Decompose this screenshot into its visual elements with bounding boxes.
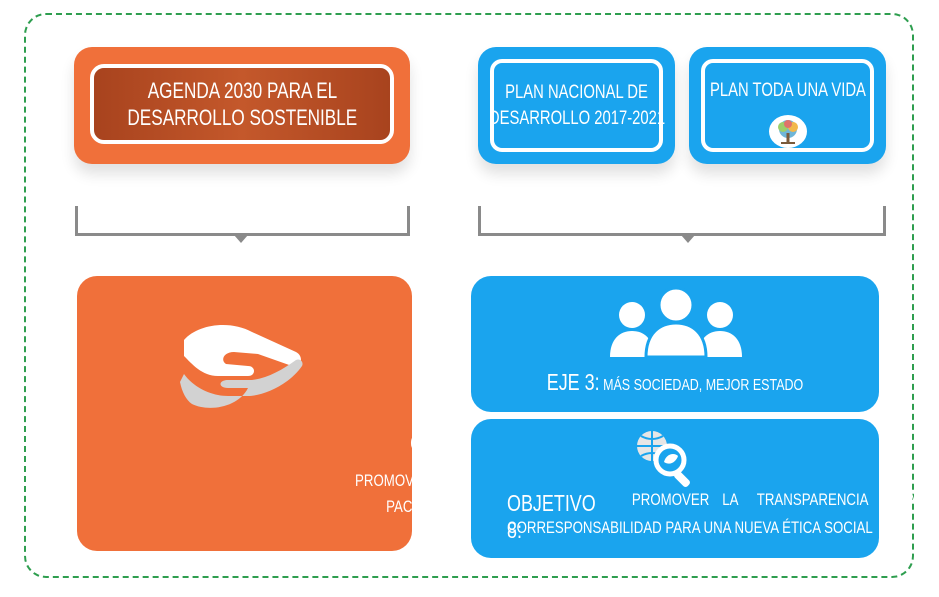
objetivo-8-word: Y bbox=[885, 490, 895, 509]
globe-magnifier-icon bbox=[637, 431, 690, 487]
plan-nacional-box: PLAN NACIONAL DE DESARROLLO 2017-2021 bbox=[478, 47, 675, 164]
objetivo-8-label: OBJETIVO 8: bbox=[507, 490, 596, 543]
objetivo-8-box bbox=[471, 419, 879, 558]
right-arrow-down-icon bbox=[681, 235, 695, 243]
objetivo-8-word: TRANSPARENCIA bbox=[756, 490, 869, 509]
tree-logo-icon bbox=[768, 115, 807, 148]
agenda-2030-box: AGENDA 2030 PARA EL DESARROLLO SOSTENIBL… bbox=[74, 47, 410, 164]
left-bracket bbox=[75, 206, 410, 236]
plan-toda-una-vida-box: PLAN TODA UNA VIDA bbox=[689, 47, 886, 164]
objetivo-8-word: PROMOVER bbox=[631, 490, 710, 509]
objetivo-8-line1: OBJETIVO 8: PROMOVER LA TRANSPARENCIA Y … bbox=[507, 490, 916, 544]
pnd-line2: DESARROLLO 2017-2021 bbox=[488, 107, 665, 129]
helping-hand-icon bbox=[180, 325, 303, 408]
right-bracket bbox=[478, 206, 886, 236]
objetivo-8-word: LA bbox=[899, 490, 917, 509]
objetivo-8-word: LA bbox=[722, 490, 739, 509]
agenda-line2: DESARROLLO SOSTENIBLE bbox=[127, 105, 357, 130]
pnd-line1: PLAN NACIONAL DE bbox=[505, 81, 648, 103]
agenda-line1: AGENDA 2030 PARA EL bbox=[147, 78, 337, 103]
plan-toda-una-vida-inner: PLAN TODA UNA VIDA bbox=[701, 59, 874, 152]
eje-3-description: MÁS SOCIEDAD, MEJOR ESTADO bbox=[603, 377, 804, 394]
eje-3-label: EJE 3: bbox=[546, 369, 600, 395]
plan-nacional-inner: PLAN NACIONAL DE DESARROLLO 2017-2021 bbox=[488, 59, 665, 152]
ptv-title: PLAN TODA UNA VIDA bbox=[709, 80, 866, 101]
left-arrow-down-icon bbox=[234, 235, 248, 243]
dashed-frame bbox=[24, 13, 914, 578]
agenda-2030-inner: AGENDA 2030 PARA EL DESARROLLO SOSTENIBL… bbox=[90, 64, 394, 144]
objetivo-8-line2: CORRESPONSABILIDAD PARA UNA NUEVA ÉTICA … bbox=[507, 518, 873, 537]
people-group-icon bbox=[610, 287, 742, 357]
objetivo-16-box bbox=[77, 276, 412, 551]
eje-3-text: EJE 3: MÁS SOCIEDAD, MEJOR ESTADO bbox=[471, 369, 879, 396]
